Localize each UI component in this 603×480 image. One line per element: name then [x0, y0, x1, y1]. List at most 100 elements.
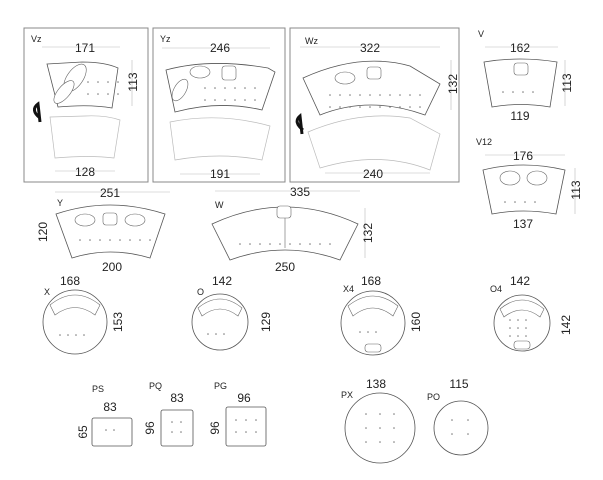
dimension-width: 162 — [510, 41, 530, 55]
model-pg: PG 96 96 — [208, 381, 267, 447]
tufting-dot — [234, 99, 236, 101]
tufting-dot — [244, 87, 246, 89]
dimension-diameter: 138 — [366, 377, 386, 391]
model-yz: Yz 246 191 — [160, 34, 276, 181]
tufting-dot — [379, 106, 381, 108]
tufting-dot — [279, 243, 281, 245]
tufting-dot — [254, 87, 256, 89]
dimension-width: 251 — [100, 186, 120, 200]
tufting-dot — [375, 331, 377, 333]
model-label: Vz — [31, 34, 42, 44]
dimension-width: 83 — [170, 391, 184, 405]
dimension-depth: 120 — [36, 222, 50, 242]
tufting-dot — [349, 94, 351, 96]
tufting-dot — [107, 81, 109, 83]
tufting-dot — [139, 239, 141, 241]
tufting-dot — [512, 91, 514, 93]
dimension-width: 96 — [237, 391, 251, 405]
model-o: O 142 129 — [191, 274, 273, 351]
dimension-width: 83 — [103, 400, 117, 414]
tufting-dot — [379, 427, 381, 429]
tufting-dot — [239, 243, 241, 245]
tufting-dot — [254, 99, 256, 101]
tufting-dot — [171, 421, 173, 423]
dimension-depth: 96 — [143, 421, 157, 435]
tufting-dot — [393, 413, 395, 415]
tufting-dot — [107, 93, 109, 95]
model-label: X4 — [343, 284, 354, 294]
dimension-width: 171 — [75, 41, 95, 55]
dimension-depth: 113 — [569, 180, 583, 199]
tufting-dot — [359, 106, 361, 108]
tufting-dot — [514, 201, 516, 203]
tufting-dot — [379, 441, 381, 443]
tufting-dot — [525, 335, 527, 337]
tufting-dot — [524, 201, 526, 203]
tufting-dot — [244, 99, 246, 101]
model-w: 335 W 132 250 — [211, 185, 375, 274]
tufting-dot — [215, 333, 217, 335]
tufting-dot — [75, 334, 77, 336]
dimension-depth: 153 — [111, 312, 125, 332]
tufting-dot — [419, 94, 421, 96]
tufting-dot — [87, 81, 89, 83]
model-ps: PS 83 65 — [76, 384, 133, 447]
dimension-depth: 96 — [208, 421, 222, 435]
tufting-dot — [522, 91, 524, 93]
rotate-arrow-icon — [295, 113, 304, 135]
model-label: V — [478, 29, 484, 39]
tufting-dot — [204, 87, 206, 89]
tufting-dot — [67, 334, 69, 336]
tufting-dot — [525, 327, 527, 329]
tufting-dot — [451, 419, 453, 421]
dimension-width-bottom: 119 — [510, 109, 529, 123]
dimension-depth: 142 — [559, 315, 573, 335]
tufting-dot — [255, 431, 257, 433]
dimension-width: 176 — [513, 149, 533, 163]
model-label: PX — [341, 390, 353, 400]
tufting-dot — [99, 239, 101, 241]
tufting-dot — [517, 319, 519, 321]
tufting-dot — [214, 99, 216, 101]
model-pq: PQ 83 96 — [143, 381, 194, 447]
tufting-dot — [502, 91, 504, 93]
tufting-dot — [309, 243, 311, 245]
tufting-dot — [339, 94, 341, 96]
tufting-dot — [79, 239, 81, 241]
rotate-arrow-icon — [33, 101, 42, 123]
tufting-dot — [379, 94, 381, 96]
tufting-dot — [109, 239, 111, 241]
tufting-dot — [234, 87, 236, 89]
model-label: O4 — [490, 284, 502, 294]
tufting-dot — [349, 106, 351, 108]
tufting-dot — [97, 81, 99, 83]
tufting-dot — [235, 431, 237, 433]
dimension-width: 322 — [360, 41, 380, 55]
tufting-dot — [365, 441, 367, 443]
model-label: PS — [92, 384, 104, 394]
model-label: Yz — [160, 34, 171, 44]
dimension-depth: 65 — [76, 425, 90, 439]
tufting-dot — [319, 243, 321, 245]
tufting-dot — [214, 87, 216, 89]
dimension-depth: 160 — [409, 312, 423, 332]
tufting-dot — [83, 334, 85, 336]
model-po: PO 115 — [427, 377, 489, 456]
dimension-width: 168 — [60, 274, 80, 288]
tufting-dot — [532, 91, 534, 93]
model-vz: Vz 171 113 128 — [31, 34, 140, 179]
tufting-dot — [409, 94, 411, 96]
model-wz: Wz 322 132 240 — [295, 36, 460, 181]
dimension-depth: 129 — [259, 312, 273, 332]
tufting-dot — [389, 94, 391, 96]
tufting-dot — [509, 319, 511, 321]
dimension-width: 335 — [290, 185, 310, 199]
tufting-dot — [269, 243, 271, 245]
tufting-dot — [509, 327, 511, 329]
dimension-depth: 113 — [126, 72, 140, 91]
tufting-dot — [399, 94, 401, 96]
tufting-dot — [259, 243, 261, 245]
tufting-dot — [129, 239, 131, 241]
tufting-dot — [329, 106, 331, 108]
model-x: X 168 153 — [42, 274, 125, 355]
